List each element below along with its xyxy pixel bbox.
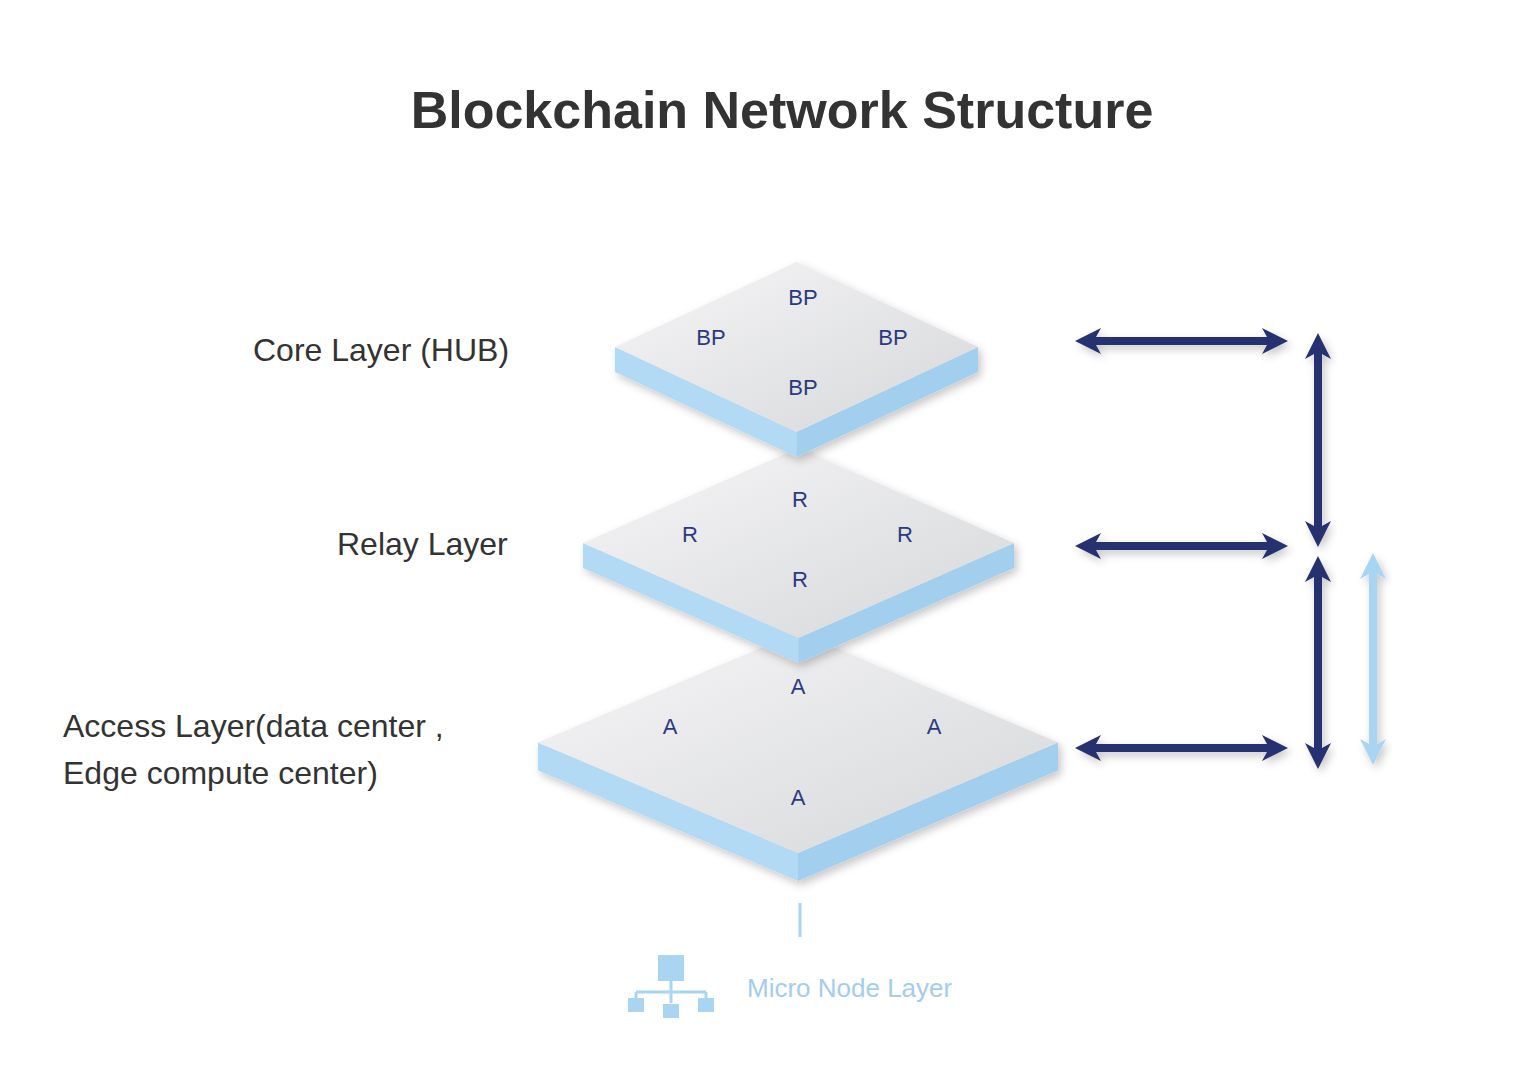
node-letter: A <box>791 674 806 700</box>
layer-plate: BP BP BP BP <box>615 262 978 457</box>
plate-shape <box>538 632 1058 881</box>
micro-link-line <box>799 903 802 937</box>
node-letter: A <box>791 785 806 811</box>
double-arrow <box>1075 735 1288 761</box>
double-arrow <box>1305 556 1331 769</box>
node-letter: A <box>927 714 942 740</box>
title: Blockchain Network Structure <box>0 80 1540 140</box>
double-arrow <box>1305 333 1331 547</box>
double-arrow <box>1075 533 1288 559</box>
double-arrow <box>1075 328 1288 354</box>
layer-label: Access Layer(data center , Edge compute … <box>63 703 503 797</box>
node-letter: A <box>663 714 678 740</box>
layer-plate: R R R R <box>583 448 1014 663</box>
double-arrow <box>1360 553 1386 765</box>
plate-shape <box>583 448 1014 663</box>
node-letter: BP <box>878 325 907 351</box>
node-letter: R <box>682 522 698 548</box>
node-letter: BP <box>696 325 725 351</box>
layer-label: Relay Layer <box>337 522 577 566</box>
node-letter: R <box>792 567 808 593</box>
node-letter: R <box>792 487 808 513</box>
layer-label: Core Layer (HUB) <box>253 328 573 372</box>
node-letter: BP <box>788 285 817 311</box>
node-letter: R <box>897 522 913 548</box>
layer-plate: A A A A <box>538 632 1058 881</box>
node-letter: BP <box>788 375 817 401</box>
micro-node-label: Micro Node Layer <box>747 970 1027 1006</box>
network-icon <box>628 955 714 1018</box>
